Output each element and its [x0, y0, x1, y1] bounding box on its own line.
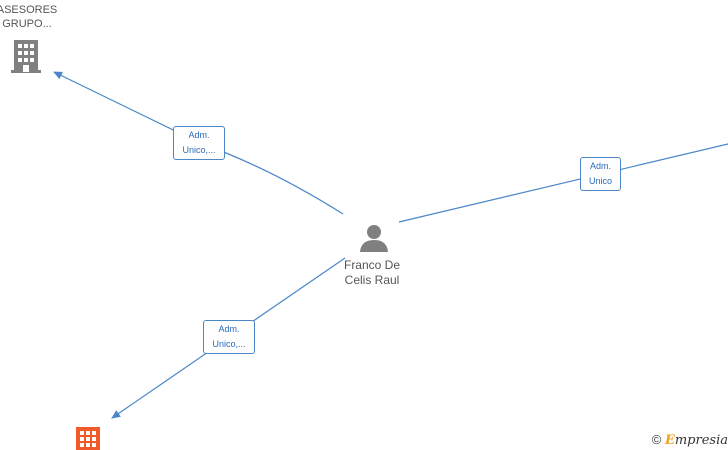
building-icon[interactable]: [11, 38, 41, 74]
empresia-watermark: © Empresia: [652, 432, 728, 448]
person-icon[interactable]: [359, 223, 389, 253]
building-icon-highlighted[interactable]: [76, 427, 100, 450]
company-top-left-name-line1: ASESORES: [0, 4, 58, 16]
edge-label-right[interactable]: Adm. Unico: [580, 157, 621, 191]
person-name-label[interactable]: Franco De Celis Raul: [322, 258, 422, 288]
edge-label-top-left[interactable]: Adm. Unico,...: [173, 126, 225, 160]
brand-logo: Empresia: [664, 433, 728, 448]
person-name-line1: Franco De: [343, 258, 401, 272]
company-top-left-label[interactable]: ASESORES GRUPO...: [0, 3, 62, 31]
edge-label-top-left-line2: Unico,...: [182, 145, 216, 155]
person-name-line2: Celis Raul: [344, 273, 400, 287]
edge-label-bottom-left-line1: Adm.: [218, 324, 240, 334]
edge-label-bottom-left-line2: Unico,...: [212, 339, 246, 349]
edge-label-right-line2: Unico: [588, 176, 612, 186]
edge-label-bottom-left[interactable]: Adm. Unico,...: [203, 320, 255, 354]
edge-label-right-line1: Adm.: [589, 161, 611, 171]
edge-label-top-left-line1: Adm.: [188, 130, 210, 140]
copyright-symbol: ©: [651, 432, 662, 447]
company-top-left-name-line2: GRUPO...: [2, 18, 52, 30]
edge-right: [398, 143, 728, 223]
